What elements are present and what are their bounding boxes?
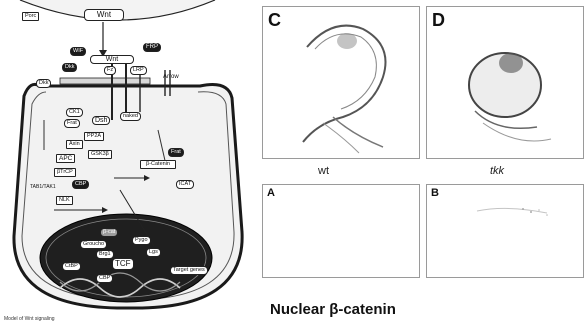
panel-a-letter: A [267,187,275,199]
nlk-label: NLK [56,196,73,205]
panel-a: A [262,184,420,278]
bcat-cytoplasm-label: β-Catenin [140,160,176,169]
apc-label: APC [56,154,75,163]
wt-caption: wt [318,165,329,177]
lrp-label: LRP [130,66,147,75]
panel-b: B [426,184,584,278]
arrow-label: Arrow [163,74,179,81]
wnt-pathway-diagram: Porc Wnt WIF FRP Wnt Dkk Fz LRP Dkk Arro… [0,0,255,315]
frat-right-label: Frat [168,148,184,157]
panel-d-embryo-image [427,7,583,158]
ck1-label: CK1 [66,108,83,117]
dkk-label: Dkk [62,63,77,72]
naked-label: naked [120,112,141,121]
groucho-label: Groucho [80,240,107,249]
dsh-label: Dsh [92,116,110,125]
ctbp-label: CtBP [62,262,81,271]
panel-d: D [426,6,584,159]
brg1-label: Brg1 [96,250,114,259]
frp-label: FRP [143,43,161,52]
bcat-nucleus-label: β-cat [100,228,118,237]
wnt-ligand-label: Wnt [84,9,124,21]
lgs-label: Lgs [146,248,161,257]
panel-c: C [262,6,420,159]
target-genes-label: Target genes [170,266,208,275]
nuclear-beta-catenin-heading: Nuclear β-catenin [270,301,396,318]
tcf-label: TCF [112,258,134,270]
axin-label: Axin [66,140,83,149]
wif-label: WIF [70,47,86,56]
btrcp-label: βTrCP [54,168,76,177]
frat-label: Frat [64,119,80,128]
panel-c-embryo-image [263,7,419,158]
porc-label: Porc [22,12,39,21]
gsk3-label: GSK3β [88,150,112,159]
dkk-inner-label: Dkk [36,79,51,88]
tab1-label: TAB1/TAK1 [30,184,56,191]
wnt-receptor-bound-label: Wnt [90,55,134,64]
pygo-label: Pygo [132,236,151,245]
panel-b-stain-image [427,185,583,277]
pp2a-label: PP2A [84,132,104,141]
tkk-caption: tkk [490,165,504,177]
cbp-cytoplasm-label: CBP [72,180,89,189]
icat-label: ICAT [176,180,194,189]
diagram-caption: Model of Wnt signaling [4,316,254,322]
fz-label: Fz [104,66,116,75]
cbp-nucleus-label: CBP [96,274,113,283]
